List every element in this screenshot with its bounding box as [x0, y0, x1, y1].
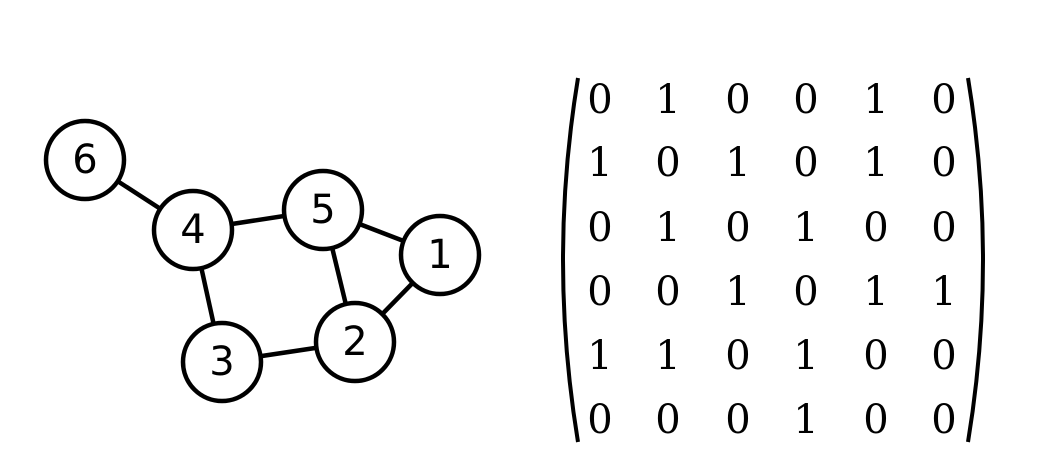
graph-nodes: 1 2 3 4 5 6 [43, 118, 482, 404]
node-label: 2 [342, 319, 367, 365]
matrix-cell: 1 [793, 333, 818, 379]
left-parenthesis [561, 77, 580, 443]
matrix-cell: 1 [655, 77, 680, 123]
matrix-cell: 0 [655, 269, 680, 315]
matrix-cell: 0 [931, 333, 956, 379]
matrix-cell: 1 [793, 205, 818, 251]
matrix-cell: 1 [587, 333, 612, 379]
matrix-cell: 0 [793, 77, 818, 123]
matrix-cell: 0 [931, 77, 956, 123]
matrix-cell: 1 [793, 397, 818, 443]
matrix-cell: 1 [863, 77, 888, 123]
node-label: 1 [427, 232, 452, 278]
matrix-cell: 0 [863, 205, 888, 251]
matrix-cell: 0 [725, 333, 750, 379]
node-circle [180, 320, 264, 404]
matrix-cell: 0 [655, 397, 680, 443]
node-3: 3 [180, 320, 264, 404]
matrix-cell: 0 [587, 397, 612, 443]
matrix-cell: 1 [655, 333, 680, 379]
matrix-cell: 0 [931, 205, 956, 251]
matrix-cell: 0 [655, 140, 680, 186]
node-circle [281, 168, 365, 252]
node-circle [43, 118, 127, 202]
node-4: 4 [151, 188, 235, 272]
matrix-cell: 1 [863, 140, 888, 186]
node-label: 5 [310, 187, 335, 233]
matrix-cell: 1 [655, 205, 680, 251]
matrix-cell: 1 [725, 140, 750, 186]
node-5: 5 [281, 168, 365, 252]
matrix-cell: 1 [587, 140, 612, 186]
matrix-cell: 1 [863, 269, 888, 315]
matrix-cell: 0 [587, 269, 612, 315]
node-circle [151, 188, 235, 272]
matrix-cell: 0 [725, 77, 750, 123]
matrix-cell: 0 [793, 140, 818, 186]
node-label: 4 [180, 207, 205, 253]
matrix-cell: 0 [725, 397, 750, 443]
matrix-cell: 0 [931, 140, 956, 186]
matrix-cell: 0 [587, 205, 612, 251]
node-label: 3 [209, 339, 234, 385]
matrix-cell: 0 [931, 397, 956, 443]
matrix-cell: 1 [931, 269, 956, 315]
matrix-cell: 1 [725, 269, 750, 315]
matrix-cell: 0 [725, 205, 750, 251]
right-parenthesis [966, 77, 985, 443]
node-label: 6 [72, 137, 97, 183]
node-6: 6 [43, 118, 127, 202]
matrix-cell: 0 [863, 333, 888, 379]
matrix-cell: 0 [863, 397, 888, 443]
node-1: 1 [398, 213, 482, 297]
node-circle [313, 300, 397, 384]
node-2: 2 [313, 300, 397, 384]
matrix-cell: 0 [587, 77, 612, 123]
matrix-cell: 0 [793, 269, 818, 315]
node-circle [398, 213, 482, 297]
